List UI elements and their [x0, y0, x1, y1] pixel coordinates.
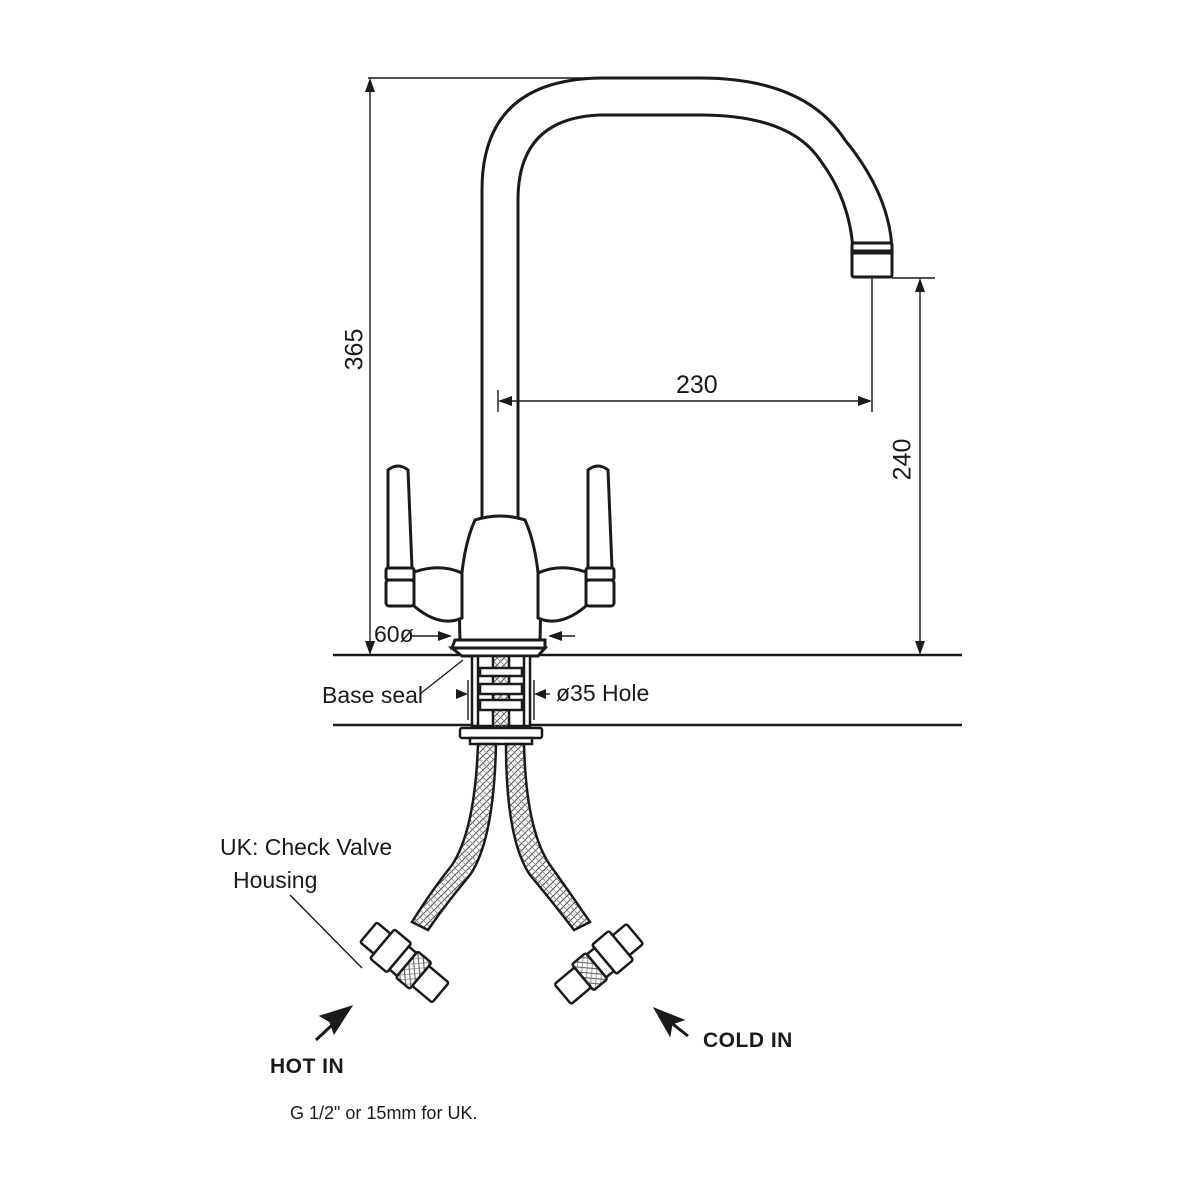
dimension-clearance-label: 240 — [888, 438, 917, 481]
left-lever-handle — [384, 464, 464, 623]
hot-in-arrow-icon — [314, 1005, 354, 1042]
cold-in-label: COLD IN — [703, 1029, 793, 1052]
thread-size-note: G 1/2" or 15mm for UK. — [290, 1103, 478, 1123]
dimension-height-label: 365 — [340, 328, 369, 371]
fixing-shank — [458, 654, 544, 746]
right-lever-handle — [536, 464, 616, 623]
spout — [480, 76, 894, 522]
check-valve-label-line1: UK: Check Valve — [220, 834, 393, 860]
worktop — [333, 653, 962, 727]
base-seal-label: Base seal — [322, 682, 424, 708]
cold-inlet-connector — [554, 923, 644, 1005]
tap-body — [447, 514, 549, 658]
flexible-hoses — [410, 742, 592, 932]
hot-in-label: HOT IN — [270, 1055, 345, 1078]
cold-in-arrow-icon — [652, 1007, 689, 1038]
dimension-base-diameter-label: 60ø — [374, 621, 414, 647]
dimension-reach-label: 230 — [676, 371, 718, 399]
hot-inlet-connector — [359, 921, 450, 1004]
inlet-arrow-icons — [314, 1005, 689, 1042]
check-valve-label-line2: Housing — [233, 867, 318, 893]
hole-size-label: ø35 Hole — [556, 680, 650, 706]
dimension-arrowheads — [365, 78, 925, 699]
